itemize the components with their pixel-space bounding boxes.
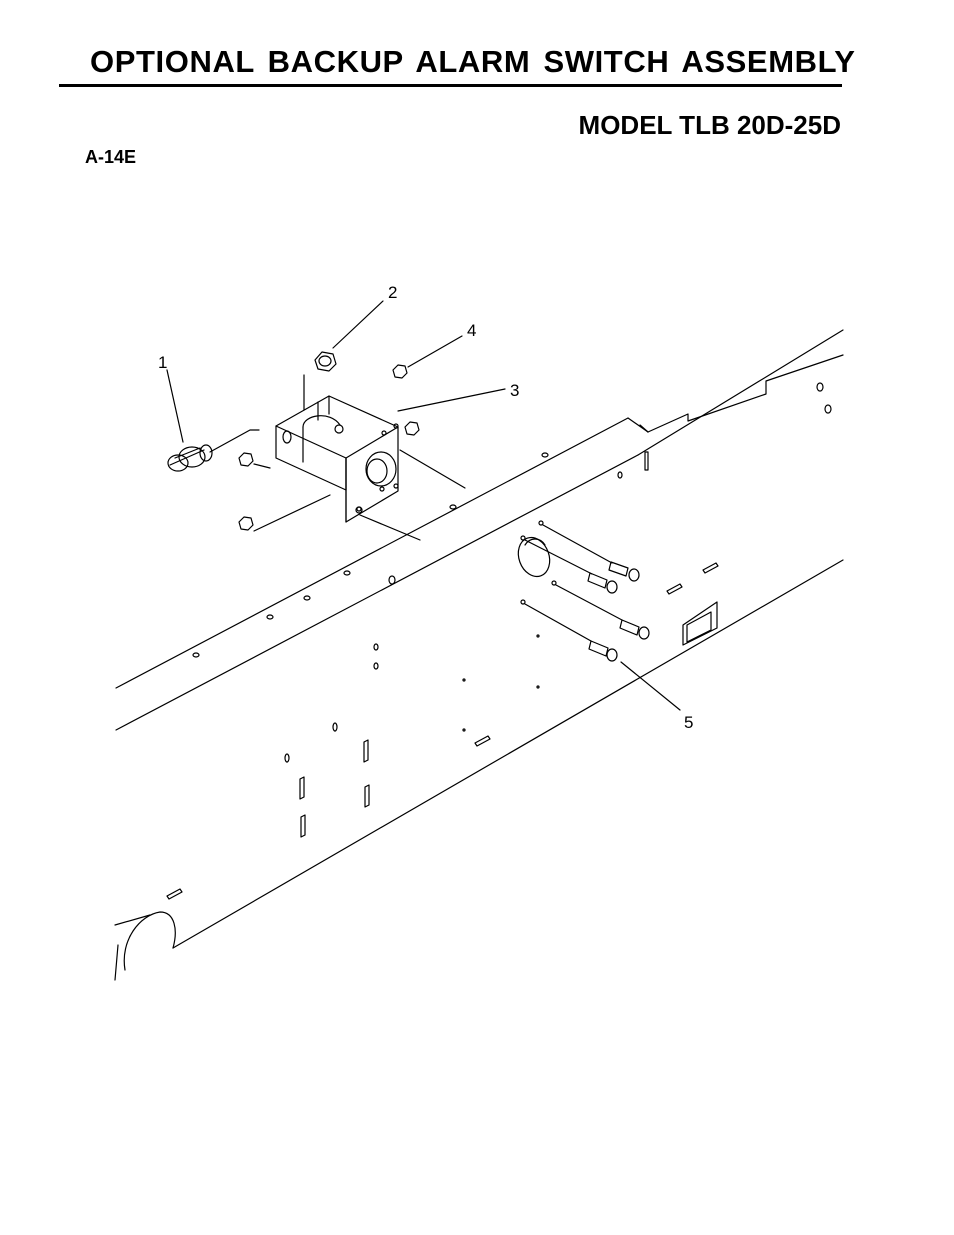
page-code: A-14E <box>85 147 137 167</box>
callout-2: 2 <box>388 283 397 302</box>
frame-rail <box>114 329 844 981</box>
callout-4: 4 <box>467 321 476 340</box>
alarm-switch <box>167 429 260 472</box>
callout-5: 5 <box>684 713 693 732</box>
mounting-bracket <box>275 395 466 541</box>
lock-nuts <box>238 364 420 532</box>
cap-screws <box>520 520 650 662</box>
jam-nut <box>303 351 337 411</box>
callout-3: 3 <box>510 381 519 400</box>
page-title: OPTIONAL BACKUP ALARM SWITCH ASSEMBLY <box>90 44 856 79</box>
model-label: MODEL TLB 20D-25D <box>578 110 841 140</box>
callout-1: 1 <box>158 353 167 372</box>
leader-lines <box>166 300 681 711</box>
title-rule <box>59 84 842 87</box>
